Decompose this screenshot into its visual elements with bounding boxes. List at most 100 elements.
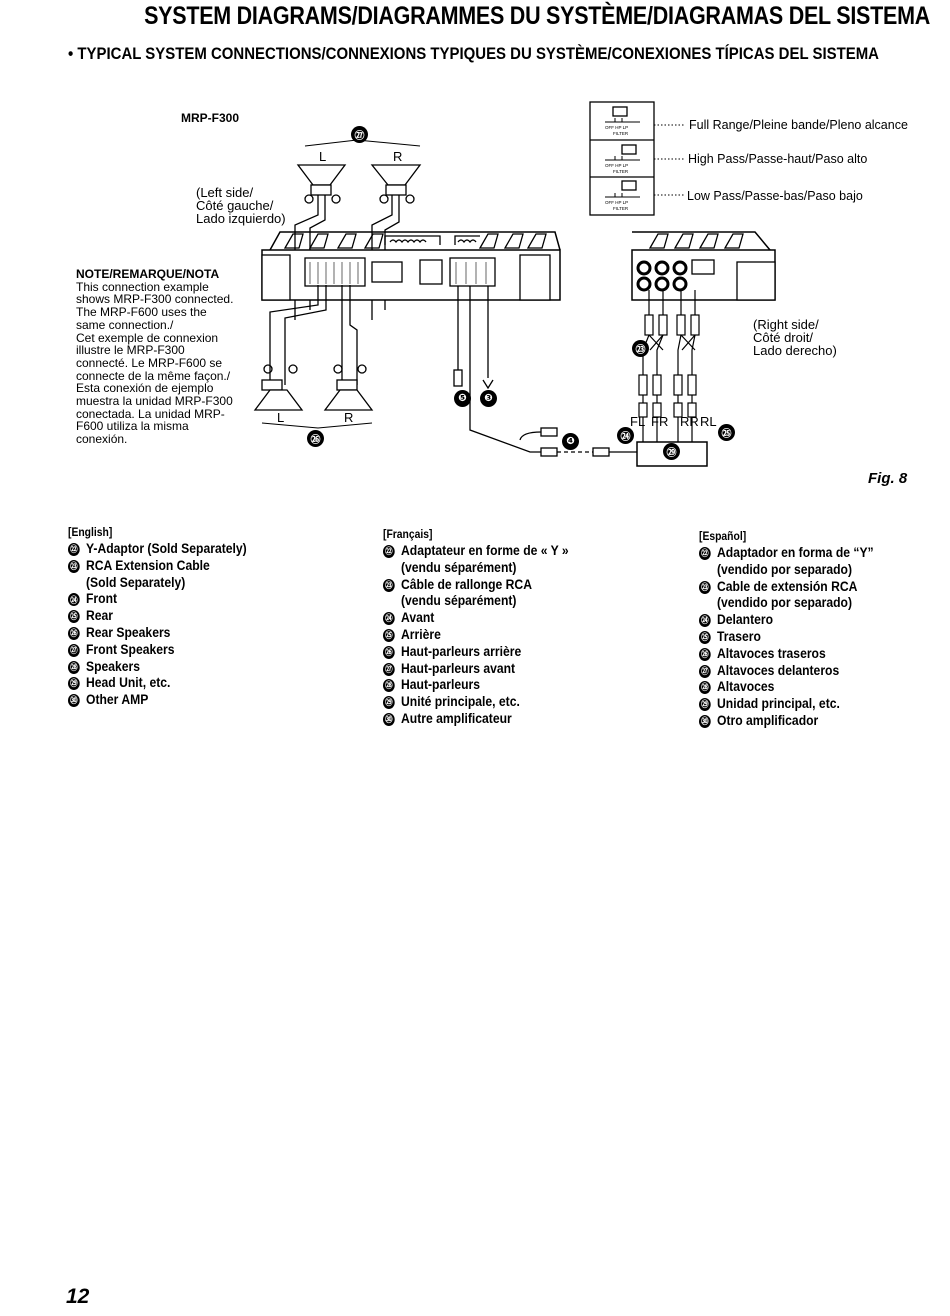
badge-4: ❹ xyxy=(562,433,579,450)
legend-number-badge: ㉘ xyxy=(383,679,395,693)
legend-header: [Español] xyxy=(699,531,747,543)
badge-24: ㉔ xyxy=(617,427,634,444)
badge-27: ㉗ xyxy=(351,126,368,143)
legend-item: ㉗ Altavoces delanteros xyxy=(699,663,915,680)
legend-text: Avant xyxy=(401,610,435,626)
legend-item: ㉙ Unité principale, etc. xyxy=(383,694,653,711)
legend-item: (vendu séparément) xyxy=(383,560,653,577)
legend-text: Altavoces xyxy=(717,679,775,695)
legend-text: Altavoces traseros xyxy=(717,645,826,661)
note-line: same connection./ xyxy=(76,317,174,332)
legend-text: Unité principale, etc. xyxy=(401,694,520,710)
badge-3: ❸ xyxy=(480,390,497,407)
legend-text: Cable de extensión RCA xyxy=(717,578,858,594)
amplifier-left-side xyxy=(261,231,561,301)
legend-text: Delantero xyxy=(717,612,774,628)
legend-number-badge: ㉙ xyxy=(68,677,80,691)
legend-text: Altavoces delanteros xyxy=(717,662,840,678)
legend-text: Adaptador en forma de “Y” xyxy=(717,545,874,560)
front-left-label: L xyxy=(319,149,327,164)
legend-number-badge: ㉚ xyxy=(699,714,711,728)
legend-text: Unidad principal, etc. xyxy=(717,696,840,712)
legend-text: (vendido por separado) xyxy=(717,595,853,611)
legend-text: Arrière xyxy=(401,626,441,642)
legend-number-badge: ㉓ xyxy=(699,580,711,594)
filter-small-label: FILTER xyxy=(613,169,629,174)
badge-25: ㉕ xyxy=(718,424,735,441)
front-right-label: R xyxy=(393,149,403,164)
legend-text: (Sold Separately) xyxy=(86,574,186,590)
right-side-label: (Right side/ Côté droit/ Lado derecho) xyxy=(753,317,837,358)
legend-text: Front xyxy=(86,591,118,607)
legend-number-badge: ㉚ xyxy=(68,694,80,708)
legend-text: Trasero xyxy=(717,628,761,644)
channel-fl-label: FL xyxy=(630,414,646,429)
legend-number-badge: ㉗ xyxy=(699,664,711,678)
legend-text: Speakers xyxy=(86,658,141,674)
legend-header: [Français] xyxy=(383,529,433,541)
legend-text: Câble de rallonge RCA xyxy=(401,576,532,592)
note-block: NOTE/REMARQUE/NOTA This connection examp… xyxy=(76,268,251,446)
note-line: F600 utiliza la misma xyxy=(76,419,189,434)
legend-number-badge: ㉗ xyxy=(383,662,395,676)
legend-item: (Sold Separately) xyxy=(68,575,329,592)
legend-text: (vendu séparément) xyxy=(401,593,517,609)
legend-text: Rear xyxy=(86,608,114,624)
legend-item: ㉓ Cable de extensión RCA xyxy=(699,579,915,596)
badge-23: ㉓ xyxy=(632,340,649,357)
legend-number-badge: ㉔ xyxy=(383,612,395,626)
note-line: conexión. xyxy=(76,432,128,447)
legend-number-badge: ㉚ xyxy=(383,712,395,726)
amplifier-right-side xyxy=(631,231,776,301)
left-side-label: (Left side/ Côté gauche/ Lado izquierdo) xyxy=(196,185,286,226)
front-left-speaker-icon xyxy=(296,164,347,196)
note-line: The MRP-F600 uses the xyxy=(76,305,207,320)
section-subtitle: • TYPICAL SYSTEM CONNECTIONS/CONNEXIONS … xyxy=(68,44,879,63)
rear-left-speaker-icon xyxy=(253,379,304,411)
legend-number-badge: ㉙ xyxy=(699,698,711,712)
legend-item: ㉚ Autre amplificateur xyxy=(383,711,653,728)
legend-number-badge: ㉙ xyxy=(383,696,395,710)
legend-header: [English] xyxy=(68,527,113,539)
filter-mode-label: OFF HP LP xyxy=(605,125,629,130)
legend-text: Haut-parleurs avant xyxy=(401,660,516,676)
badge-29: ㉙ xyxy=(663,443,680,460)
legend-text: Autre amplificateur xyxy=(401,710,512,726)
note-line: Cet exemple de connexion xyxy=(76,330,219,345)
rear-left-label: L xyxy=(277,410,285,425)
badge-5: ❺ xyxy=(454,390,471,407)
legend-text: Rear Speakers xyxy=(86,624,171,640)
filter-switch-panel xyxy=(589,101,685,216)
channel-fr-label: FR xyxy=(651,414,669,429)
filter-mode-label: OFF HP LP xyxy=(605,163,629,168)
legend-item: (vendido por separado) xyxy=(699,595,915,612)
legend-item: ㉗ Haut-parleurs avant xyxy=(383,661,653,678)
legend-item: (vendido por separado) xyxy=(699,562,915,579)
legend-text: Adaptateur en forme de « Y » xyxy=(401,543,569,558)
legend-number-badge: ㉖ xyxy=(383,645,395,659)
filter-low-pass-label: Low Pass/Passe-bas/Paso bajo xyxy=(687,189,863,203)
legend-number-badge: ㉕ xyxy=(383,628,395,642)
filter-mode-label: OFF HP LP xyxy=(605,200,629,205)
front-right-speaker-icon xyxy=(370,164,422,196)
legend-number-badge: ㉒ xyxy=(68,543,80,556)
filter-high-pass-label: High Pass/Passe-haut/Paso alto xyxy=(688,152,868,166)
legend-text: (vendido por separado) xyxy=(717,561,853,577)
rear-right-speaker-icon xyxy=(323,379,374,411)
legend-item: ㉕ Arrière xyxy=(383,627,653,644)
model-label: MRP-F300 xyxy=(181,111,240,125)
note-line: illustre le MRP-F300 xyxy=(76,343,185,358)
legend-number-badge: ㉘ xyxy=(68,660,80,674)
legend-item: ㉔ Avant xyxy=(383,610,653,627)
legend-number-badge: ㉖ xyxy=(68,626,80,640)
